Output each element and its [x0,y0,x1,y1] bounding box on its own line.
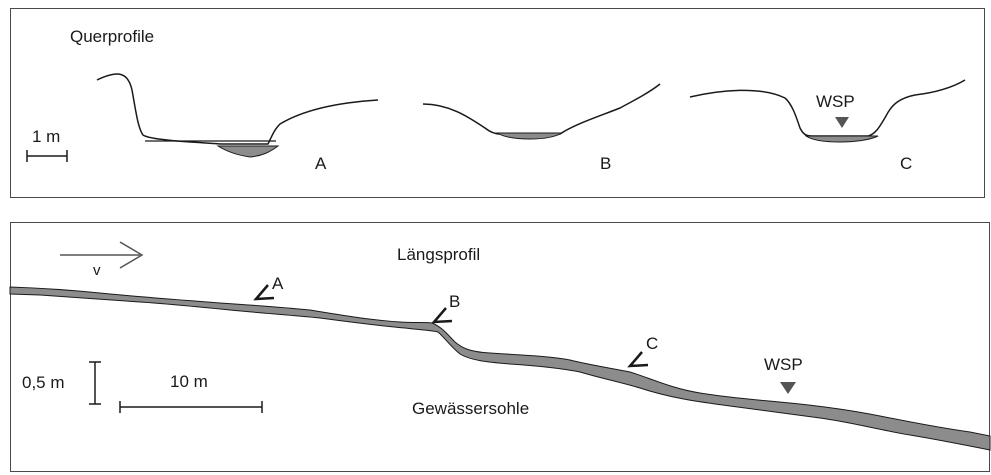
long-section-marker-b-icon [431,307,453,324]
cross-section-a-water [216,145,280,158]
flow-direction-arrow [60,241,144,269]
cross-section-title: Querprofile [70,27,155,46]
river-bed-band [9,286,991,451]
horizontal-scale-bar [119,401,263,413]
cross-section-panel [10,8,985,198]
cross-section-label-a: A [315,154,327,173]
river-bed-label: Gewässersohle [412,399,530,418]
long-section-title: Längsprofil [397,245,481,264]
long-section-wsp-marker [780,382,796,394]
long-section-marker-c-icon [627,351,649,368]
cross-section-a-outline [96,73,379,145]
cross-section-label-b: B [600,154,612,173]
cross-section-b-outline [422,83,661,135]
vertical-scale-label: 0,5 m [22,373,65,392]
cross-section-scale-bar [26,150,68,162]
long-section-marker-a-icon [253,284,275,301]
cross-section-label-c: C [900,154,913,173]
long-section-marker-c-label: C [646,334,659,353]
cross-section-b-water [495,132,564,140]
cross-section-c-wsp-marker [835,117,849,128]
long-section-panel [10,222,990,472]
flow-velocity-label: v [93,262,101,279]
cross-section-c-water [804,135,879,143]
vertical-scale-bar [89,361,101,405]
long-section-wsp-label: WSP [764,355,803,374]
cross-section-wsp-label: WSP [816,92,855,111]
horizontal-scale-label: 10 m [170,372,208,391]
cross-section-scale-label: 1 m [32,127,61,146]
long-section-marker-b-label: B [449,292,461,311]
long-section-marker-a-label: A [272,274,284,293]
